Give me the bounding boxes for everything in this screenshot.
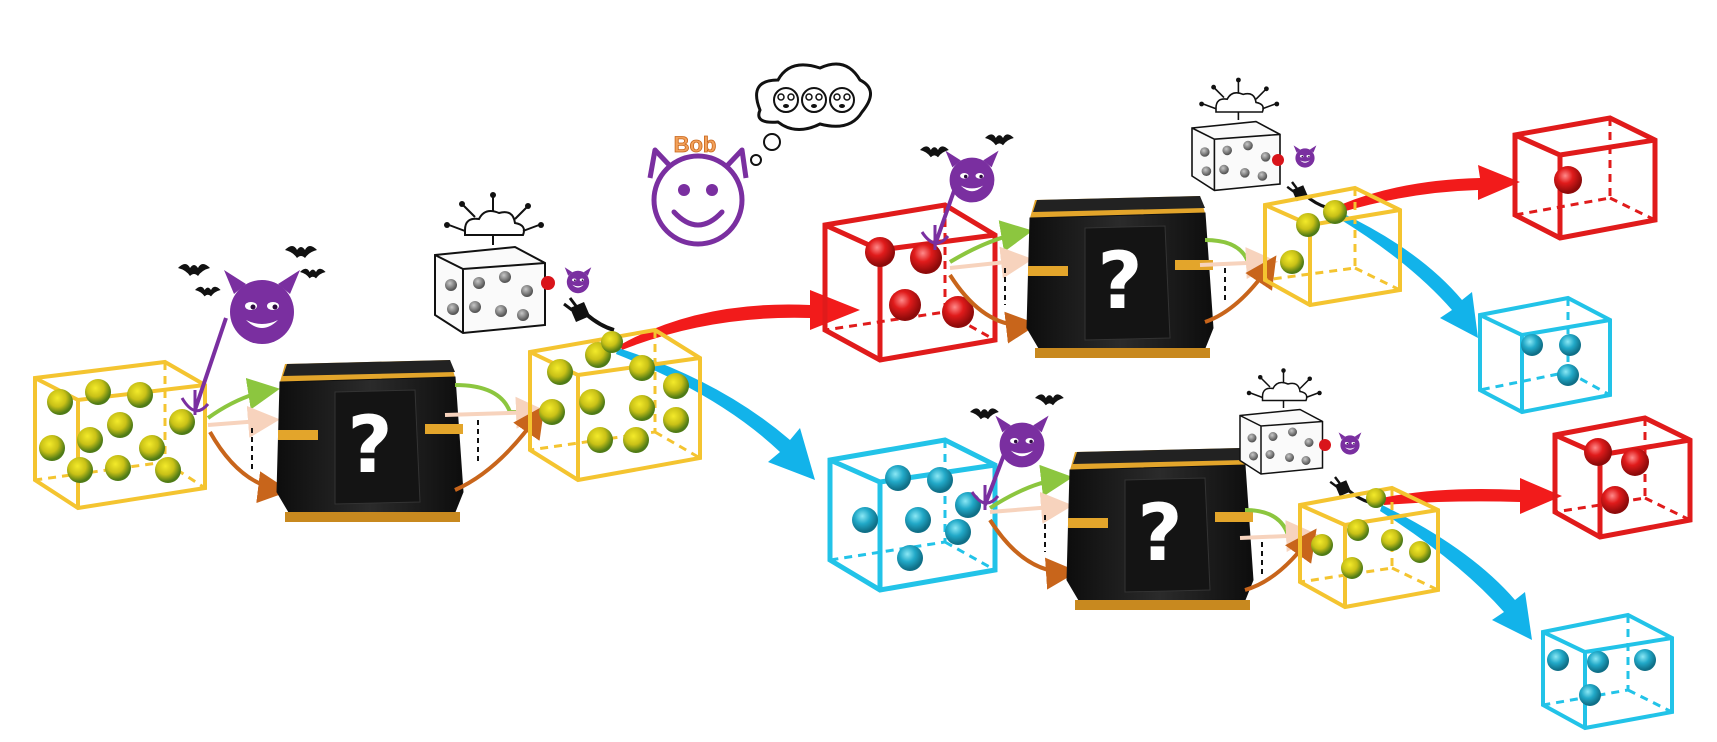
- bat-icon: [178, 264, 210, 276]
- yellow-cube-top: [1263, 185, 1402, 308]
- bat-icon: [1035, 394, 1064, 406]
- devil-icon: [1293, 145, 1317, 168]
- arrows-into-box-2: [948, 220, 1038, 344]
- cloud-network-icon: [1191, 76, 1281, 192]
- red-connector: [541, 276, 555, 290]
- bat-icon: [920, 146, 949, 158]
- thought-bubble-icon: [750, 62, 872, 166]
- red-cube-top: [822, 202, 998, 363]
- blue-arrow-bottom-right: [1380, 505, 1532, 640]
- devil-icon: [1338, 432, 1362, 455]
- bat-icon: [195, 286, 221, 297]
- red-arrow-top-right: [1340, 165, 1520, 212]
- bat-icon: [300, 268, 326, 279]
- yellow-cube-bottom: [1298, 485, 1440, 610]
- worried-face-icon: [801, 87, 827, 113]
- red-connector: [1272, 154, 1284, 166]
- arrows-into-box-1: [206, 377, 290, 504]
- bat-icon: [285, 246, 317, 258]
- bat-icon: [985, 134, 1014, 146]
- cloud-network-icon: [1239, 367, 1324, 475]
- cloud-network-icon: [434, 191, 546, 334]
- cyan-cube-bottom-right: [1541, 612, 1674, 731]
- red-connector: [1319, 439, 1331, 451]
- yellow-cube-input: [33, 359, 207, 511]
- bob-label: Bob: [674, 132, 717, 157]
- trident-icon: [920, 187, 957, 250]
- cyan-cube-top-right: [1478, 295, 1612, 415]
- question-box-icon: [1026, 195, 1214, 359]
- devil-icon: [224, 270, 300, 344]
- trident-icon: [180, 317, 228, 415]
- devil-icon: [564, 267, 592, 294]
- bob-devil-outline: [647, 147, 749, 247]
- yellow-cube-middle: [528, 327, 702, 483]
- red-arrow-bottom-right: [1382, 478, 1562, 514]
- question-box-icon: [276, 359, 464, 523]
- red-cube-bottom-right: [1552, 415, 1693, 540]
- bat-icon: [970, 408, 999, 420]
- trident-icon: [970, 451, 1007, 510]
- worried-face-icon: [829, 87, 855, 113]
- red-arrow-main: [620, 290, 860, 350]
- red-cube-top-right: [1512, 115, 1658, 241]
- blue-arrow-top-right: [1338, 212, 1478, 338]
- worried-face-icon: [773, 87, 799, 113]
- plug-icon: [562, 296, 616, 332]
- cyan-cube-bottom: [827, 437, 998, 593]
- arrows-into-box-3: [988, 464, 1078, 590]
- question-box-icon: [1066, 447, 1254, 611]
